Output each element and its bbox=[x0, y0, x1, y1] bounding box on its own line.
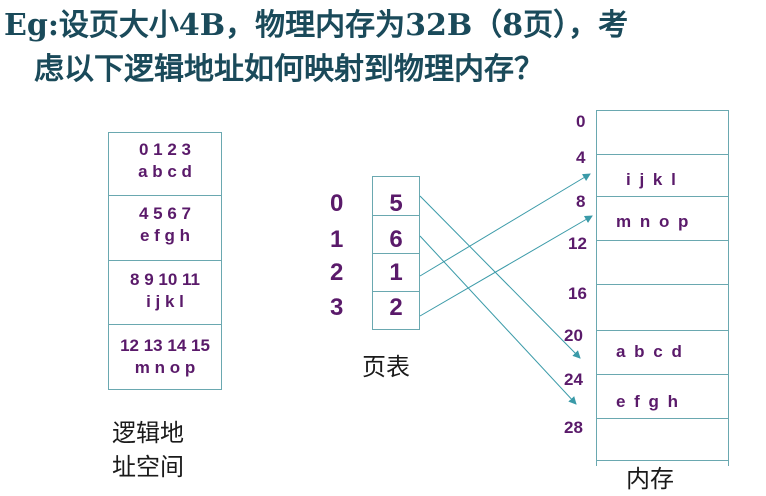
title-line-2: 虑以下逻辑地址如何映射到物理内存？ bbox=[34, 52, 544, 87]
memory-address: 28 bbox=[564, 418, 583, 437]
memory-divider bbox=[596, 110, 728, 111]
logical-divider bbox=[109, 324, 221, 325]
memory-divider bbox=[596, 196, 728, 197]
memory-divider bbox=[596, 460, 728, 461]
logical-caption-line-1: 逻辑地 bbox=[112, 419, 184, 447]
logical-caption-line-2: 址空间 bbox=[112, 453, 184, 481]
logical-page-chars: i j k l bbox=[146, 292, 184, 311]
memory-divider bbox=[596, 154, 728, 155]
memory-address: 20 bbox=[564, 326, 583, 345]
arrow-page1-to-frame6 bbox=[419, 235, 577, 405]
logical-page-1: 4 5 6 7 e f g h bbox=[109, 203, 221, 247]
logical-page-0: 0 1 2 3 a b c d bbox=[109, 139, 221, 183]
arrow-page2-to-frame1 bbox=[419, 173, 591, 277]
slide-title: Eg:设页大小4B，物理内存为32B（8页），考 虑以下逻辑地址如何映射到物理内… bbox=[4, 4, 764, 92]
logical-page-chars: a b c d bbox=[138, 162, 192, 181]
memory-frame-content: i j k l bbox=[626, 170, 678, 189]
page-table bbox=[372, 176, 420, 330]
page-table-index: 1 bbox=[330, 226, 344, 253]
memory-address: 0 bbox=[576, 112, 586, 131]
logical-page-3: 12 13 14 15 m n o p bbox=[109, 335, 221, 379]
memory-divider bbox=[596, 330, 728, 331]
page-table-index: 2 bbox=[330, 259, 344, 286]
logical-page-2: 8 9 10 11 i j k l bbox=[109, 269, 221, 313]
memory-address: 16 bbox=[568, 284, 587, 303]
logical-divider bbox=[109, 195, 221, 196]
page-table-divider bbox=[373, 215, 419, 216]
logical-page-numbers: 8 9 10 11 bbox=[130, 270, 200, 289]
page-table-divider bbox=[373, 253, 419, 254]
title-line-1: Eg:设页大小4B，物理内存为32B（8页），考 bbox=[4, 8, 629, 43]
page-table-frame: 5 bbox=[389, 190, 403, 217]
memory-divider bbox=[596, 240, 728, 241]
logical-page-numbers: 4 5 6 7 bbox=[139, 204, 191, 223]
arrow-page0-to-frame5 bbox=[419, 195, 581, 359]
memory-divider bbox=[596, 374, 728, 375]
page-table-divider bbox=[373, 291, 419, 292]
page-table-index: 0 bbox=[330, 190, 344, 217]
page-table-frame: 1 bbox=[389, 259, 403, 286]
memory-frame-content: a b c d bbox=[616, 342, 684, 361]
logical-page-numbers: 0 1 2 3 bbox=[139, 140, 191, 159]
page-table-frame: 2 bbox=[389, 294, 403, 321]
logical-page-numbers: 12 13 14 15 bbox=[120, 336, 210, 355]
page-table-frame: 6 bbox=[389, 226, 403, 253]
arrow-page3-to-frame2 bbox=[419, 215, 593, 317]
memory-divider bbox=[596, 284, 728, 285]
memory-left-border bbox=[596, 110, 597, 466]
memory-frame-content: m n o p bbox=[616, 212, 691, 231]
logical-page-chars: m n o p bbox=[134, 358, 196, 377]
memory-address: 8 bbox=[576, 192, 586, 211]
memory-right-border bbox=[728, 110, 729, 466]
page-table-caption: 页表 bbox=[362, 353, 410, 381]
logical-address-space: 0 1 2 3 a b c d 4 5 6 7 e f g h 8 9 10 1… bbox=[108, 132, 222, 390]
memory-address: 12 bbox=[568, 234, 587, 253]
memory-divider bbox=[596, 418, 728, 419]
memory-address: 4 bbox=[576, 148, 586, 167]
memory-address: 24 bbox=[564, 370, 583, 389]
logical-page-chars: e f g h bbox=[139, 226, 191, 245]
memory-frame-content: e f g h bbox=[616, 392, 681, 411]
logical-caption: 逻辑地 址空间 bbox=[112, 416, 184, 484]
logical-divider bbox=[109, 260, 221, 261]
page-table-index: 3 bbox=[330, 294, 344, 321]
